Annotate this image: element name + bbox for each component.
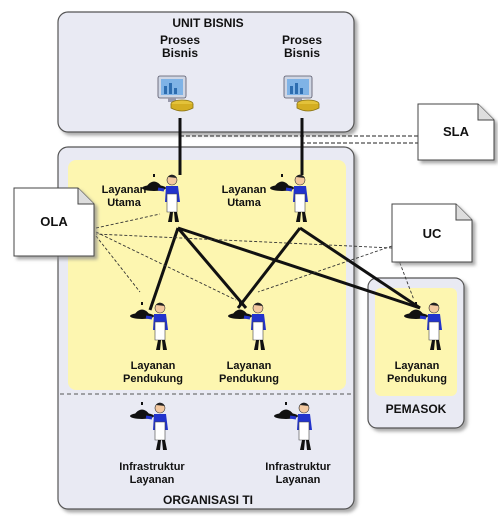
link-p2-s2: [236, 227, 302, 309]
sla-label: SLA: [443, 124, 469, 139]
uc-label: UC: [422, 226, 442, 241]
ola-link-3: [95, 213, 161, 229]
link-p1-ext: [177, 226, 421, 310]
pemasok-title: PEMASOK: [385, 402, 447, 416]
uc-link-1: [257, 245, 393, 293]
uc-link-3: [397, 257, 415, 301]
unit-bisnis-panel: [57, 11, 355, 133]
uc-note: [391, 203, 473, 263]
uc-link-2: [95, 233, 393, 249]
ola-link-2: [95, 235, 141, 293]
link-p2-ext: [299, 226, 421, 310]
unit-bisnis-title: UNIT BISNIS: [172, 16, 244, 30]
organisasi-ti-title: ORGANISASI TI: [162, 493, 253, 507]
ola-link-1: [95, 231, 237, 301]
link-p1-s1: [148, 227, 180, 311]
sla-note: [417, 103, 495, 161]
services-highlight-area: [68, 160, 346, 390]
ola-label: OLA: [40, 214, 68, 229]
ola-note: [13, 187, 95, 257]
link-p1-s2: [176, 227, 248, 309]
